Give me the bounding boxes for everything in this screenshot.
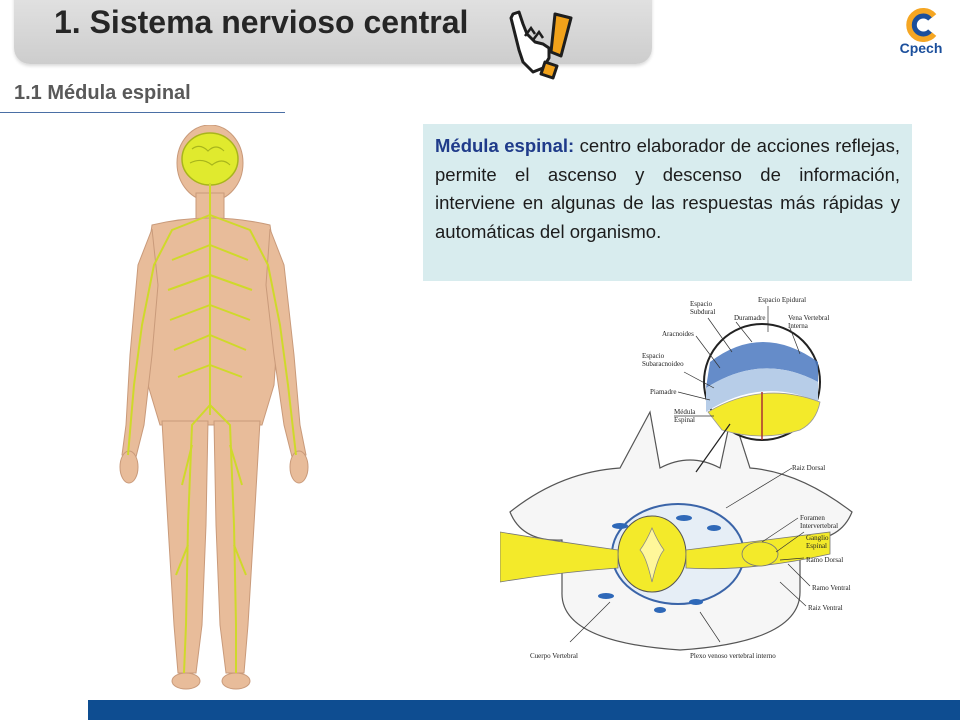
section-subtitle: 1.1 Médula espinal [14,82,191,104]
pointing-hand-icon [509,10,573,80]
subtitle-divider [0,112,285,113]
label-espacio-subdural-2: Subdural [690,308,715,316]
logo-mark-icon [906,8,937,42]
label-vena-vertebral: Vena Vertebral [788,314,829,322]
label-espacio-subdural: Espacio [690,300,713,308]
label-ramo-ventral: Ramo Ventral [812,584,851,592]
label-medula-espinal: Médula [674,408,696,416]
label-ramo-dorsal: Ramo Dorsal [806,556,843,564]
footer-bar [88,700,960,720]
label-duramadre: Duramadre [734,314,765,322]
label-aracnoides: Aracnoides [662,330,694,338]
spinal-cord-diagram: Espacio Subdural Espacio Epidural Durama… [500,292,862,672]
label-plexo-venoso: Plexo venoso vertebral interno [690,652,776,660]
definition-text: Médula espinal: centro elaborador de acc… [435,132,900,246]
nervous-system-illustration [119,125,309,690]
label-medula-espinal-2: Espinal [674,416,695,424]
logo-text: Cpech [899,40,943,56]
title-bar: 1. Sistema nervioso central [14,0,652,64]
label-cuerpo-vertebral: Cuerpo Vertebral [530,652,578,660]
label-espacio-subaracnoideo: Espacio [642,352,665,360]
cpech-logo: Cpech [892,6,950,62]
label-raiz-dorsal: Raiz Dorsal [792,464,825,472]
page-title: 1. Sistema nervioso central [54,4,469,40]
label-ganglio-2: Espinal [806,542,827,550]
definition-box: Médula espinal: centro elaborador de acc… [423,124,912,281]
label-espacio-epidural: Espacio Epidural [758,296,806,304]
definition-term: Médula espinal: [435,135,575,156]
label-piamadre: Piamadre [650,388,676,396]
label-espacio-subaracnoideo-2: Subaracnoideo [642,360,684,368]
label-vena-vertebral-2: Interna [788,322,809,330]
label-ganglio: Ganglio [806,534,829,542]
label-foramen-2: Intervertebral [800,522,838,530]
label-raiz-ventral: Raiz Ventral [808,604,843,612]
definition-description: centro elaborador de acciones reflejas, … [435,135,900,242]
label-foramen: Foramen [800,514,825,522]
